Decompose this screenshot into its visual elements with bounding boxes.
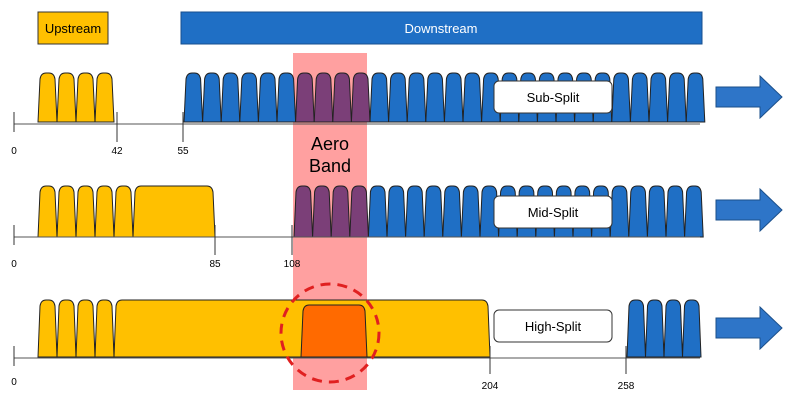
sub-split-tick-label-42: 42 <box>111 146 123 157</box>
mid-split-label: Mid-Split <box>528 205 579 220</box>
mid-split-box: Mid-Split <box>493 195 613 229</box>
downstream-channel <box>648 72 669 123</box>
downstream-channel <box>443 72 464 123</box>
downstream-channel <box>681 299 702 358</box>
downstream-channel <box>367 185 388 238</box>
high-split-box: High-Split <box>493 309 613 343</box>
legend-downstream: Downstream <box>180 11 703 45</box>
aero-band-label-line2: Band <box>309 156 351 176</box>
sub-split-label: Sub-Split <box>527 90 580 105</box>
downstream-channel <box>313 72 334 123</box>
upstream-channel <box>94 72 115 123</box>
downstream-channel <box>350 72 371 123</box>
right-arrow-icon <box>715 305 783 351</box>
downstream-channel <box>295 72 315 123</box>
high-split-tick-label-0: 0 <box>11 377 17 388</box>
sub-split-tick-label-55: 55 <box>177 146 189 157</box>
downstream-channel <box>644 299 665 358</box>
downstream-channel <box>388 72 408 123</box>
upstream-channel <box>56 185 77 238</box>
upstream-channel <box>75 299 96 358</box>
downstream-channel <box>332 72 352 123</box>
high-split-row <box>37 299 702 358</box>
legend-upstream-label: Upstream <box>45 21 101 36</box>
downstream-channel <box>460 185 481 238</box>
downstream-channel <box>423 185 444 238</box>
right-arrow-icon <box>715 74 783 120</box>
downstream-channel <box>349 185 369 238</box>
aero-overlap-block <box>300 304 368 358</box>
downstream-channel <box>667 72 687 123</box>
upstream-channel <box>94 185 115 238</box>
downstream-channel <box>626 299 647 358</box>
upstream-channel <box>56 299 77 358</box>
downstream-channel <box>646 185 667 238</box>
downstream-channel <box>405 185 425 238</box>
aero-band-label-line1: Aero <box>311 134 349 154</box>
downstream-channel <box>425 72 445 123</box>
upstream-channel <box>37 185 58 238</box>
downstream-channel <box>663 299 684 358</box>
downstream-channel <box>684 185 704 238</box>
upstream-channel <box>37 299 58 358</box>
high-split-tick-label-258: 258 <box>618 381 635 392</box>
sub-split-box: Sub-Split <box>493 80 613 114</box>
upstream-channel <box>94 299 115 358</box>
upstream-channel <box>75 72 96 123</box>
downstream-channel <box>406 72 427 123</box>
right-arrow-icon <box>715 187 783 233</box>
downstream-channel <box>330 185 351 238</box>
sub-split-tick-label-0: 0 <box>11 146 17 157</box>
high-split-tick-label-204: 204 <box>482 381 499 392</box>
aero-overlap-circle <box>279 282 381 384</box>
downstream-channel <box>293 185 314 238</box>
downstream-channel <box>257 72 278 123</box>
mid-split-tick-label-0: 0 <box>11 259 17 270</box>
upstream-channel <box>37 72 58 123</box>
mid-split-tick-label-108: 108 <box>284 259 301 270</box>
downstream-channel <box>220 72 241 123</box>
mid-split-tick-label-85: 85 <box>209 259 221 270</box>
downstream-channel <box>462 72 483 123</box>
downstream-channel <box>369 72 390 123</box>
high-split-label: High-Split <box>525 319 582 334</box>
downstream-channel <box>629 72 650 123</box>
downstream-channel <box>183 72 204 123</box>
downstream-channel <box>386 185 407 238</box>
legend-upstream: Upstream <box>37 11 109 45</box>
downstream-channel <box>628 185 648 238</box>
downstream-channel <box>442 185 462 238</box>
upstream-channel <box>75 185 96 238</box>
downstream-channel <box>312 185 332 238</box>
downstream-channel <box>202 72 222 123</box>
downstream-channel <box>665 185 686 238</box>
downstream-channel <box>611 72 631 123</box>
upstream-channel <box>56 72 77 123</box>
downstream-channel <box>685 72 706 123</box>
downstream-channel <box>609 185 630 238</box>
upstream-block <box>132 185 216 238</box>
legend-downstream-label: Downstream <box>405 21 478 36</box>
upstream-channel <box>113 185 134 238</box>
downstream-channel <box>239 72 259 123</box>
downstream-channel <box>276 72 297 123</box>
